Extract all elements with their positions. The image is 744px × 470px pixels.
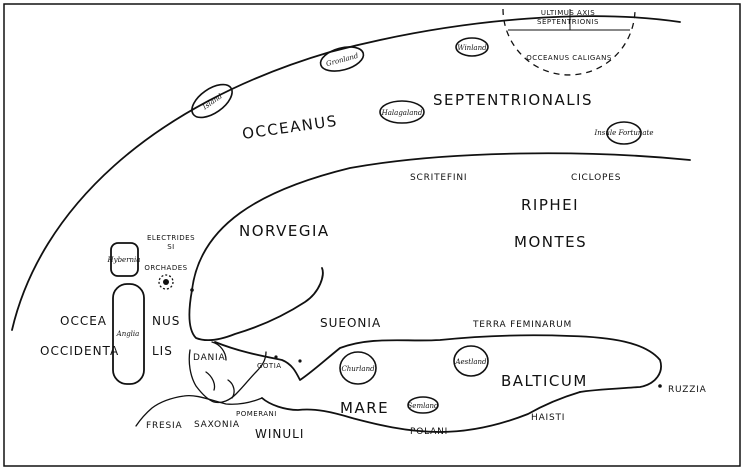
label-septentrionalis: SEPTENTRIONALIS [433,91,593,109]
label-hybernia: Hybernia [107,256,141,264]
map-frame [3,3,741,467]
baltic-south-coast [261,391,581,433]
label-fresia: FRESIA [146,421,182,431]
label-norvegia: NORVEGIA [239,222,330,240]
label-septentrionis: SEPTENTRIONIS [537,18,599,26]
label-occea: OCCEA [60,314,107,328]
label-nus: NUS [152,314,180,328]
southern-coast [135,394,263,427]
label-lis: LIS [152,344,173,358]
ultimus-axis-arc [502,8,636,76]
label-winland: Winland [457,44,487,52]
island-ellipse-winland [455,37,489,57]
island-ellipse-churland [339,351,377,385]
label-montes: MONTES [514,233,587,251]
label-ciclopes: CICLOPES [571,173,621,183]
label-polani: POLANI [410,427,448,437]
settlement-dot [658,384,662,388]
label-halagaland: Halagaland [381,109,423,117]
settlement-dot [274,355,278,359]
label-riphei: RIPHEI [521,196,579,214]
label-occeanus: OCCEANUS [241,112,339,143]
label-ruzzia: RUZZIA [668,385,707,395]
settlement-dot [298,359,302,363]
label-ultimus-axis: ULTIMUS AXIS [541,9,595,17]
label-gotia: GOTIA [257,362,282,370]
anglia-outline [112,283,145,385]
settlement-dot [190,288,194,292]
orchades-island-inner [163,279,169,285]
island-ellipse-gronland [319,46,365,72]
label-saxonia: SAXONIA [194,420,240,430]
label-electrides: ELECTRIDES [147,234,195,242]
island-ellipse-insule [606,121,642,145]
label-haisti: HAISTI [531,413,565,423]
label-mare: MARE [340,399,389,417]
label-anglia: Anglia [116,330,140,338]
label-semland: Semland [408,402,439,410]
label-aestland: Aestland [454,358,487,366]
island-ellipse-halagaland [379,100,425,124]
label-winuli: WINULI [255,427,304,441]
label-pomerani: POMERANI [236,410,277,418]
sueonia-south-coast [214,334,662,393]
label-terra-feminarum: TERRA FEMINARUM [472,320,572,330]
label-sueonia: SUEONIA [320,316,381,330]
label-occeanus-caligans: OCCEANUS CALIGANS [526,54,612,62]
island-ellipse-semland [407,396,439,414]
label-occidenta: OCCIDENTA [40,344,119,358]
label-insule-fortunate: Insule Fortunate [594,129,654,137]
label-orchades: ORCHADES [144,264,187,272]
island-ellipse-island [191,83,233,119]
orchades-island [158,274,174,290]
dania-peninsula [188,349,267,404]
island-ellipse-aestland [453,345,489,377]
label-dania: DANIA [193,353,226,363]
norvegia-west-coast [188,267,324,341]
northern-coastline [191,152,691,291]
label-churland: Churland [341,365,375,373]
hybernia-outline [110,242,139,277]
label-balticum: BALTICUM [501,372,588,390]
outer-ocean-arc [11,15,681,331]
label-electrides-si: SI [167,243,175,251]
label-scritefini: SCRITEFINI [410,173,467,183]
dania-islands [205,341,235,399]
